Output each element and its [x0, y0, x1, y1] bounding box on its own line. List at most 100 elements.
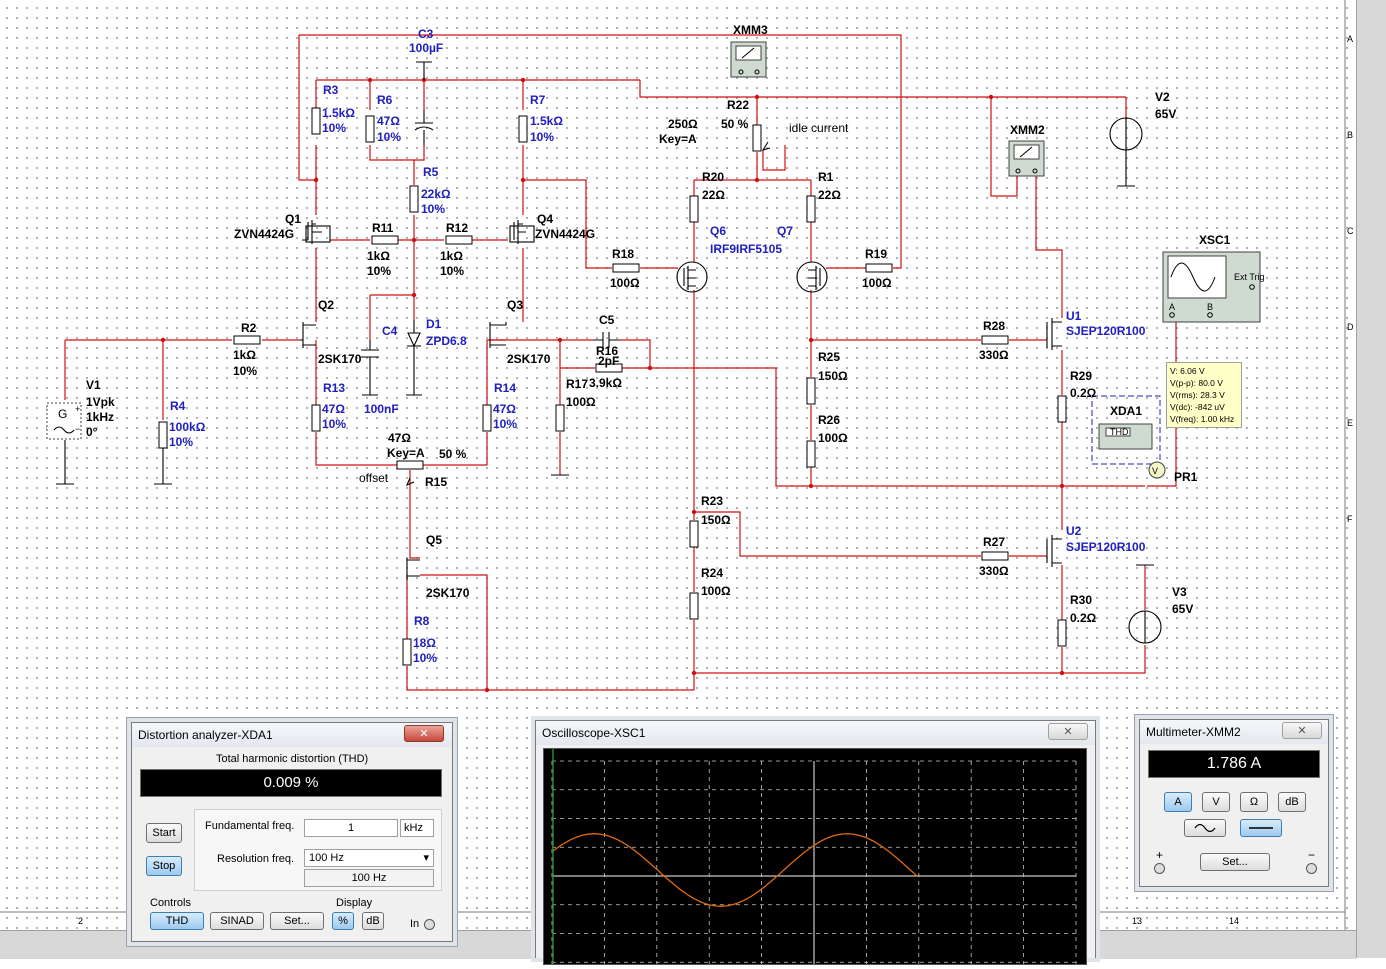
svg-text:250Ω: 250Ω	[668, 117, 698, 131]
jfet-u1	[1046, 318, 1062, 350]
svg-text:47Ω: 47Ω	[493, 402, 516, 416]
ac-mode-button[interactable]	[1184, 819, 1226, 837]
label-r11: R11	[372, 221, 394, 235]
label-r4: R4	[170, 399, 186, 413]
resistor-r27[interactable]	[981, 551, 1009, 561]
fundamental-unit-select[interactable]: kHz	[400, 819, 434, 837]
svg-text:150Ω: 150Ω	[818, 369, 848, 383]
resistor-r6[interactable]	[365, 115, 375, 143]
resistor-r20[interactable]	[689, 195, 699, 223]
resistor-r29[interactable]	[1057, 395, 1067, 423]
ohmmeter-mode-button[interactable]: Ω	[1240, 792, 1268, 812]
svg-text:10%: 10%	[530, 130, 554, 144]
sinad-mode-button[interactable]: SINAD	[210, 912, 264, 930]
fundamental-label: Fundamental freq.	[205, 820, 295, 832]
svg-text:THD: THD	[1110, 427, 1129, 437]
distortion-analyzer-icon-xda1[interactable]: THD	[1091, 395, 1161, 465]
window-title[interactable]: Distortion analyzer-XDA1	[132, 723, 452, 747]
window-title[interactable]: Oscilloscope-XSC1	[536, 721, 1095, 745]
resistor-r2[interactable]	[233, 335, 261, 345]
svg-text:1.5kΩ: 1.5kΩ	[530, 114, 563, 128]
resistor-r12[interactable]	[445, 235, 473, 245]
resistor-r1[interactable]	[806, 195, 816, 223]
svg-text:1Vpk: 1Vpk	[86, 395, 115, 409]
resistor-r18[interactable]	[612, 263, 640, 273]
set-button[interactable]: Set...	[270, 912, 324, 930]
svg-text:2pF: 2pF	[598, 354, 619, 368]
svg-text:Key=A: Key=A	[387, 446, 425, 460]
resistor-r15[interactable]	[396, 460, 424, 470]
svg-text:100Ω: 100Ω	[566, 395, 596, 409]
resistor-r25[interactable]	[806, 377, 816, 405]
label-c4: C4	[382, 324, 398, 338]
oscilloscope-window: Oscilloscope-XSC1 ✕	[535, 720, 1096, 969]
resolution-select-value: 100 Hz	[309, 852, 344, 864]
component-symbols	[56, 61, 1162, 644]
svg-text:47Ω: 47Ω	[388, 431, 411, 445]
db-mode-button[interactable]: dB	[1278, 792, 1306, 812]
resolution-select[interactable]: 100 Hz ▾	[304, 849, 434, 867]
svg-text:1kΩ: 1kΩ	[367, 249, 390, 263]
resistor-r22[interactable]	[752, 124, 762, 152]
negative-terminal-icon[interactable]	[1306, 863, 1317, 874]
label-q6: Q6	[710, 224, 726, 238]
ammeter-mode-button[interactable]: A	[1164, 792, 1192, 812]
resistor-r8[interactable]	[402, 638, 412, 666]
svg-text:2SK170: 2SK170	[426, 586, 470, 600]
vertical-scrollbar[interactable]	[1356, 0, 1386, 958]
input-terminal-icon[interactable]	[424, 919, 435, 930]
resistor-r24[interactable]	[689, 592, 699, 620]
oscilloscope-icon-xsc1[interactable]: Ext Trig A B	[1162, 251, 1265, 323]
start-button[interactable]: Start	[146, 823, 182, 843]
label-q2: Q2	[318, 298, 334, 312]
thd-mode-button[interactable]: THD	[150, 912, 204, 930]
resistor-r16[interactable]	[595, 363, 623, 373]
resistor-r11[interactable]	[371, 235, 399, 245]
close-button[interactable]: ✕	[1282, 722, 1322, 739]
voltmeter-mode-button[interactable]: V	[1202, 792, 1230, 812]
dc-mode-button[interactable]	[1240, 819, 1282, 837]
label-r8: R8	[414, 614, 430, 628]
multimeter-icon-xmm3[interactable]	[730, 41, 767, 78]
svg-text:47Ω: 47Ω	[377, 114, 400, 128]
label-r6: R6	[377, 93, 393, 107]
resistor-r5[interactable]	[409, 185, 419, 213]
scope-screen[interactable]	[543, 748, 1087, 969]
resistor-r17[interactable]	[555, 404, 565, 432]
scope-grid	[551, 760, 1077, 969]
mosfet-q6	[676, 261, 708, 293]
svg-text:10%: 10%	[233, 364, 257, 378]
close-button[interactable]: ✕	[404, 725, 444, 742]
positive-terminal-icon[interactable]	[1154, 863, 1165, 874]
probe-vdc: V(dc): -842 uV	[1170, 402, 1225, 412]
resistor-r7[interactable]	[518, 115, 528, 143]
resistor-r28[interactable]	[981, 335, 1009, 345]
schematic-drawing: 2 3 13 14 A B C D E F	[0, 0, 1354, 930]
resistor-r3[interactable]	[311, 107, 321, 135]
svg-text:100kΩ: 100kΩ	[169, 420, 206, 434]
resolution-label: Resolution freq.	[217, 853, 295, 865]
stop-button[interactable]: Stop	[146, 856, 182, 876]
label-r22: R22	[727, 98, 749, 112]
svg-text:0.2Ω: 0.2Ω	[1070, 611, 1097, 625]
resistor-r26[interactable]	[806, 440, 816, 468]
resistor-r14[interactable]	[482, 404, 492, 432]
svg-text:100Ω: 100Ω	[862, 276, 892, 290]
percent-display-button[interactable]: %	[332, 912, 354, 930]
multimeter-icon-xmm2[interactable]	[1008, 140, 1045, 177]
function-generator-v1[interactable]: G + −	[46, 402, 82, 440]
resistor-r19[interactable]	[865, 263, 893, 273]
svg-text:1kΩ: 1kΩ	[233, 348, 256, 362]
close-button[interactable]: ✕	[1048, 723, 1088, 740]
resistor-r4[interactable]	[158, 421, 168, 449]
fundamental-input[interactable]: 1	[304, 819, 398, 837]
label-r2: R2	[241, 321, 257, 335]
probe-pr1[interactable]: V	[1148, 461, 1166, 479]
resistor-r13[interactable]	[311, 404, 321, 432]
resistor-r30[interactable]	[1057, 619, 1067, 647]
label-c3: C3	[418, 27, 434, 41]
db-display-button[interactable]: dB	[362, 912, 384, 930]
capacitor-c4	[361, 340, 379, 396]
set-button[interactable]: Set...	[1200, 853, 1270, 871]
resistor-r23[interactable]	[689, 520, 699, 548]
